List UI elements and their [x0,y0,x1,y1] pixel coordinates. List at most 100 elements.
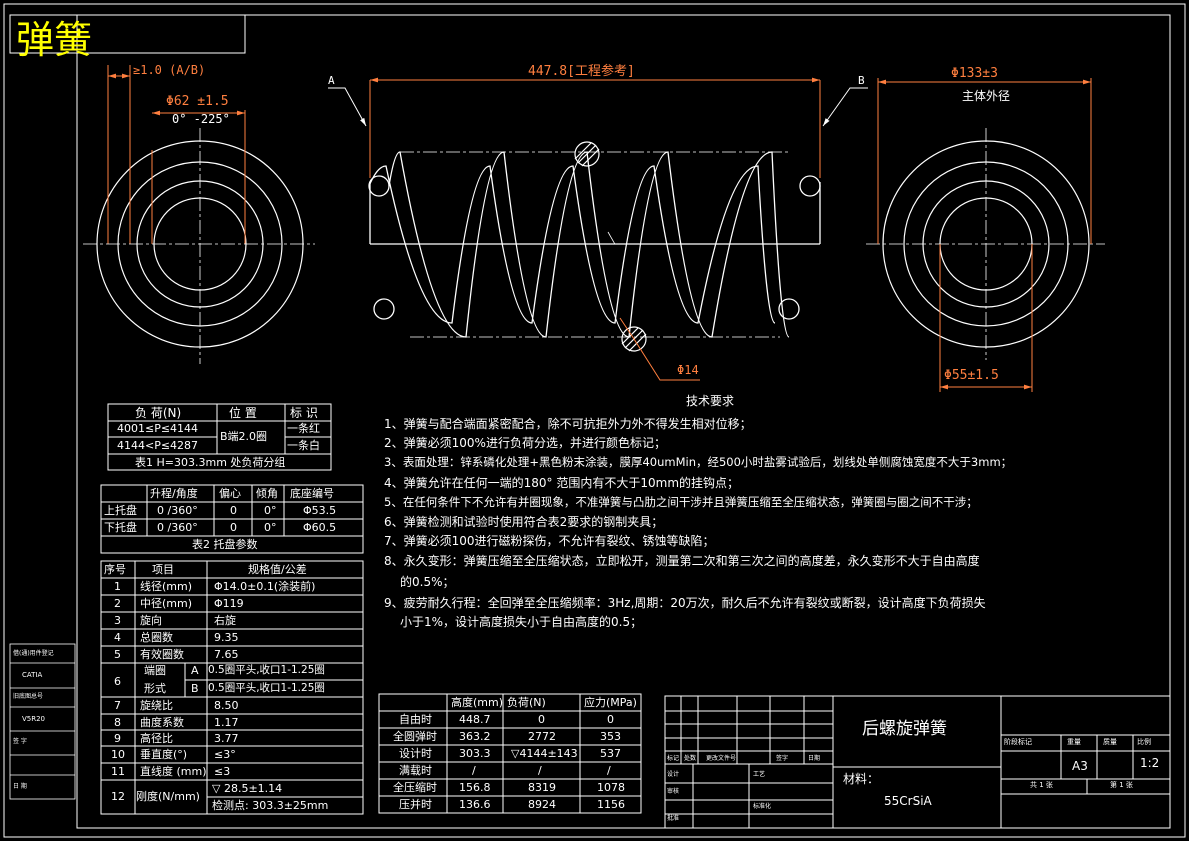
title-block-grid [664,695,1171,829]
table1-grid [107,403,332,471]
table3-row6-no: 6 [114,675,121,688]
table4-header: 高度(mm) [451,696,504,709]
side-label-0: 借(通)用件登记 [13,650,54,657]
table1-header-load: 负 荷(N) [135,406,182,420]
table3-row-item: 曲度系数 [140,716,184,729]
table3-header-no: 序号 [104,563,126,576]
table3-row-value: 7.65 [214,648,239,661]
table4-cell: 0 [538,713,545,726]
role-label-3: 批准 [667,815,680,822]
table4-row-label: 全压缩时 [393,781,437,794]
requirement-line: 8、永久变形：弹簧压缩至全压缩状态，立即松开，测量第二次和第三次之间的高度差，永… [384,554,980,568]
requirements-title: 技术要求 [686,394,735,408]
left-dimension-lines [108,73,245,116]
table3-row-value: 9.35 [214,631,239,644]
side-label-2: 旧底图总号 [13,693,44,700]
side-label-3: V5R20 [22,715,46,723]
mass-label: 质量 [1103,738,1117,746]
side-panel-grid [9,643,76,800]
table4-cell: ▽4144±143 [511,747,578,760]
scale-label: 比例 [1137,738,1151,746]
material-value: 55CrSiA [884,794,932,808]
sheet-frame [3,3,1186,838]
requirement-line: 2、弹簧必须100%进行负荷分选，并进行颜色标记； [384,436,666,450]
spring-dimensions [369,77,821,381]
table1-row2-load: 4144<P≤4287 [117,439,199,452]
table3-row12-no: 12 [111,790,125,803]
table3-row6-item2: 形式 [144,682,166,695]
table1-row1-mark: 一条红 [287,422,320,435]
mark-label-0: 标记 [667,755,680,762]
angle-dimension: 0° -225° [172,112,230,126]
table3-row12-item: 刚度(N/mm) [136,790,200,803]
table2-row2-tilt: 0° [264,521,277,534]
table3-row-item: 中径(mm) [140,597,193,610]
table3-row-value: Φ119 [214,597,244,610]
stage-label: 阶段标记 [1004,738,1032,746]
side-label-1: CATIA [22,671,43,679]
requirement-line: 的0.5%； [400,575,455,589]
table3-row-no: 8 [114,716,121,729]
table3-row-no: 2 [114,597,121,610]
side-label-4: 签 字 [13,738,27,745]
table3-row-value: 3.77 [214,732,239,745]
table4-cell: 2772 [528,730,556,743]
requirement-line: 6、弹簧检测和试验时使用符合表2要求的钢制夹具； [384,515,664,529]
table3-row-value: 右旋 [214,614,236,627]
table4-grid [378,693,642,814]
table4-header: 应力(MPa) [584,696,637,709]
drawing-title: 弹簧 [16,18,93,62]
table2-row2-label: 下托盘 [104,521,137,534]
table1-header-mark: 标 识 [290,406,318,420]
table3-row12-v2: 检测点: 303.3±25mm [212,799,329,812]
table2-row1-label: 上托盘 [104,504,137,517]
table2-row2-base: Φ60.5 [303,521,337,534]
table1-caption: 表1 H=303.3mm 处负荷分组 [135,456,286,469]
table3-row-no: 11 [111,765,125,778]
requirement-line: 9、疲劳耐久行程：全回弹至全压缩频率：3Hz,周期：20万次，耐久后不允许有裂纹… [384,596,986,610]
table2-row2-offset: 0 [230,521,237,534]
table1-position: B端2.0圈 [220,430,268,443]
table4-cell: 448.7 [459,713,491,726]
table3-row-item: 旋向 [140,614,162,627]
role-label-1: 审核 [667,788,680,795]
table3-row-no: 1 [114,580,121,593]
table3-row-no: 9 [114,732,121,745]
side-label-5: 日 期 [13,783,27,790]
table4-cell: 353 [600,730,621,743]
table3-row-item: 总圈数 [140,631,173,644]
requirement-line: 7、弹簧必须100进行磁粉探伤，不允许有裂纹、锈蚀等缺陷； [384,534,715,548]
table3-row-value: ≤3° [214,748,236,761]
table4-cell: 0 [607,713,614,726]
table3-row-value: Φ14.0±0.1(涂装前) [214,580,316,593]
spring-side-view [368,151,821,338]
requirement-line: 3、表面处理：锌系磷化处理+黑色粉末涂装，膜厚40umMin，经500小时盐雾试… [384,455,1013,469]
table4-row-label: 满载时 [399,764,432,777]
table2-row1-offset: 0 [230,504,237,517]
table3-header-value: 规格值/公差 [248,563,307,576]
right-center-lines [866,128,1105,360]
table3-header-item: 项目 [152,563,174,576]
table2-row1-base: Φ53.5 [303,504,337,517]
table4-row-label: 压并时 [399,798,432,811]
table1-header-position: 位 置 [229,406,257,420]
table1-row2-mark: 一条白 [287,439,320,452]
requirement-line: 小于1%，设计高度损失小于自由高度的0.5； [400,615,643,629]
material-label: 材料： [843,772,880,786]
label-a: A [328,74,335,87]
table4-row-label: 自由时 [399,713,432,726]
table2-row1-tilt: 0° [264,504,277,517]
weight-label: 重量 [1067,738,1081,746]
table3-row-value: 8.50 [214,699,239,712]
table3-row-item: 高径比 [140,732,173,745]
role-label-0: 设计 [667,771,680,778]
table2-row1-stroke: 0 /360° [157,504,198,517]
table4-cell: / [472,764,476,777]
inner-diameter-dimension-right: Φ55±1.5 [944,368,999,383]
mark-label-4: 日期 [808,755,821,762]
sheets-total: 共 1 张 [1030,781,1053,789]
table4-cell: 303.3 [459,747,491,760]
outer-diameter-dimension: Φ133±3 [951,66,998,81]
